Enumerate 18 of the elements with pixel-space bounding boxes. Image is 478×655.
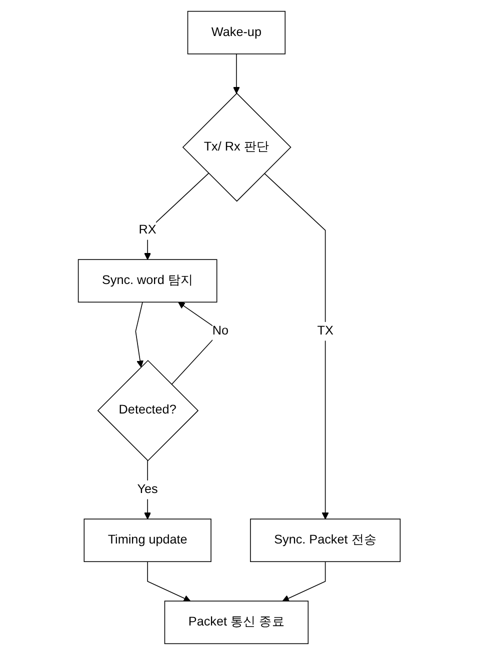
edge-label: No [212,324,228,338]
arrow [282,561,326,602]
edge-label: Yes [137,482,158,496]
node-box: Sync. Packet 전송 [250,518,400,562]
arrow [264,172,329,520]
edge-label: TX [316,324,334,338]
node-diamond: Detected? [97,360,198,462]
node-box: Sync. word 탐지 [78,259,217,303]
arrow [144,460,151,520]
node-diamond: Tx/ Rx 판단 [182,92,292,202]
edge-label: RX [138,223,156,237]
node-box: Wake-up [187,10,286,54]
node-box: Packet 통신 종료 [164,600,308,644]
arrow [232,54,240,94]
arrow [146,561,190,602]
arrow [144,172,209,260]
node-box: Timing update [84,518,212,562]
arrow [135,302,144,368]
